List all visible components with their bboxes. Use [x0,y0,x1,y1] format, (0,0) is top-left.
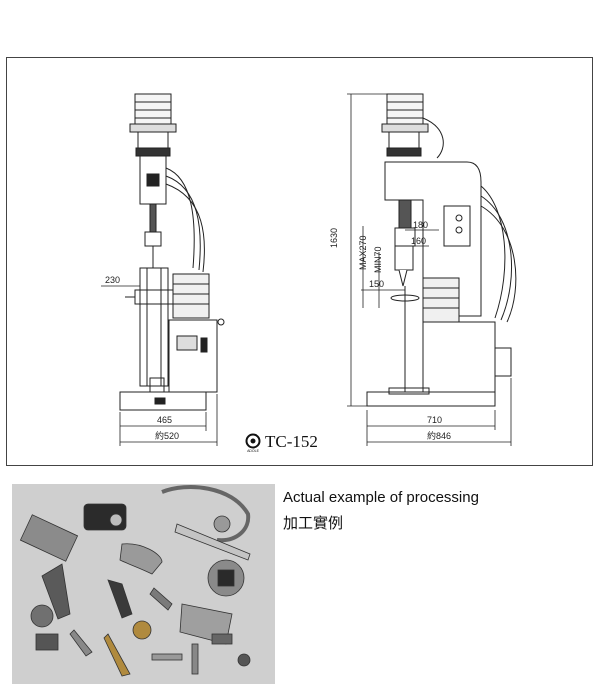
front-dimensions [101,285,218,446]
caption-chinese: 加工實例 [283,515,344,532]
product-photo [12,484,275,684]
svg-text:ADOLE: ADOLE [247,449,260,453]
processed-parts-image [12,484,275,684]
dim-front-overall: 約520 [155,430,179,441]
dim-height: 1630 [329,228,339,248]
model-label: TC-152 [265,432,318,451]
front-view [119,93,225,411]
dim-side-width: 710 [427,415,442,425]
dim-180: 180 [413,220,428,230]
dim-min-stroke: MIN70 [373,246,383,273]
technical-drawing-frame: 465 約520 230 [6,57,593,466]
dim-front-offset: 230 [105,275,120,285]
dim-max-stroke: MAX270 [358,235,368,270]
side-view [366,93,517,407]
company-logo: ADOLE [245,433,261,453]
dim-front-width: 465 [157,415,172,425]
dim-150: 150 [369,279,384,289]
side-dimensions [347,93,512,446]
machine-drawing: 465 約520 230 [101,93,517,446]
dim-side-overall: 約846 [427,430,451,441]
caption-english: Actual example of processing [283,489,479,506]
dim-160: 160 [411,236,426,246]
